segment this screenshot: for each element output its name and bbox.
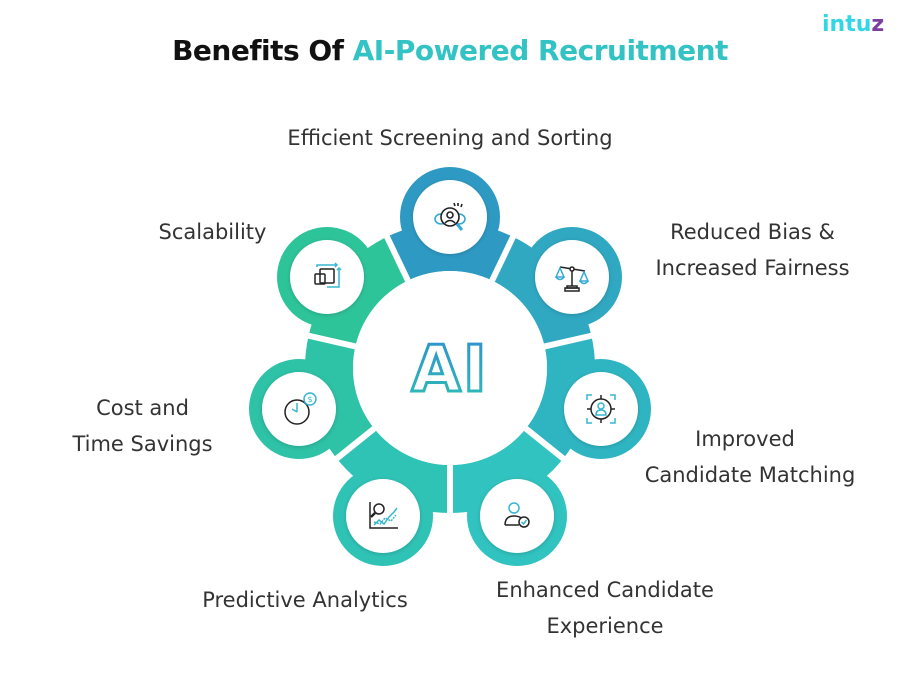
balance-scale-icon [554,266,590,292]
label-line: Increased Fairness [655,256,850,280]
center-ai-text: AI [411,333,488,407]
svg-text:$: $ [307,395,312,404]
title-prefix: Benefits Of [172,34,353,67]
label-reduced-bias: Reduced Bias & Increased Fairness [630,214,875,286]
label-line: Predictive Analytics [202,588,408,612]
label-line: Enhanced Candidate [496,578,714,602]
label-scalability: Scalability [140,214,285,250]
intuz-logo: intuz [822,12,884,37]
page-title: Benefits Of AI-Powered Recruitment [0,34,900,67]
label-line: Time Savings [72,432,213,456]
label-line: Efficient Screening and Sorting [287,126,613,150]
title-accent: AI-Powered Recruitment [352,34,729,67]
label-line: Candidate Matching [644,463,856,487]
target-person-icon [586,394,616,424]
segment-separators [287,216,613,530]
user-check-icon [504,502,530,528]
candidate-search-icon [434,202,466,231]
label-line: Experience [546,614,664,638]
logo-accent-letter: z [871,12,885,37]
center-circle [353,271,547,465]
logo-text: intu [822,12,872,37]
label-predictive-analytics: Predictive Analytics [180,582,430,618]
scale-squares-icon [314,262,342,288]
label-line: Improved [695,427,795,451]
analytics-chart-icon [369,502,398,529]
clock-dollar-icon: $ [284,392,317,425]
label-line: Reduced Bias & [670,220,835,244]
label-line: Cost and [96,396,189,420]
label-efficient-screening: Efficient Screening and Sorting [265,120,635,156]
label-line: Scalability [158,220,267,244]
